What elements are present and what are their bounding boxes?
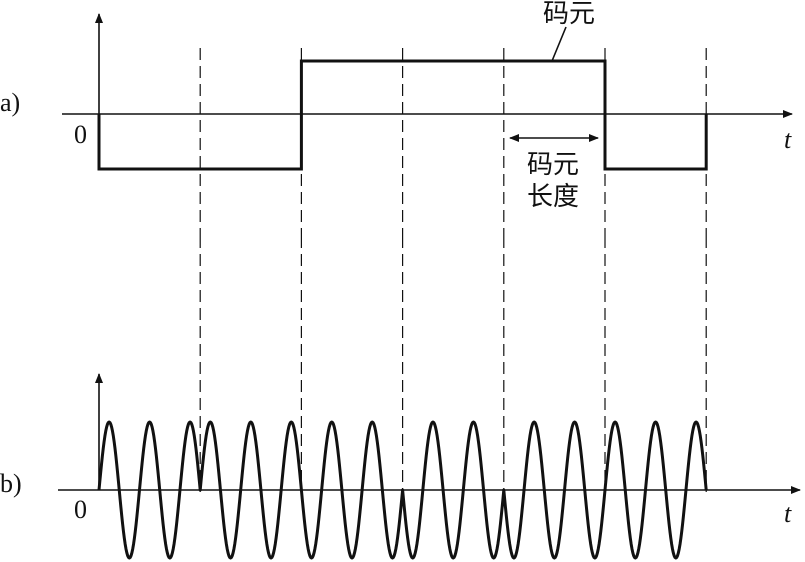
symbol-label-pointer — [551, 26, 567, 62]
panel-a-symbol-boundaries — [199, 48, 707, 236]
panel-b: b) 0 t — [0, 236, 801, 560]
symbol-label: 码元 — [543, 0, 595, 29]
symbol-length-label-line2: 长度 — [527, 182, 579, 212]
panel-b-origin: 0 — [74, 495, 87, 524]
panel-b-label: b) — [0, 469, 22, 498]
psk-modulated-wave — [97, 420, 708, 560]
panel-a: a) 0 t 码元 码元 长度 — [0, 0, 793, 236]
panel-a-t-label: t — [784, 125, 792, 154]
baseband-square-wave — [97, 59, 708, 171]
panel-a-label: a) — [0, 88, 20, 117]
panel-a-origin: 0 — [74, 120, 87, 149]
symbol-length-label-line1: 码元 — [527, 150, 579, 180]
panel-b-t-label: t — [784, 499, 792, 528]
panel-b-symbol-boundaries — [199, 236, 707, 492]
